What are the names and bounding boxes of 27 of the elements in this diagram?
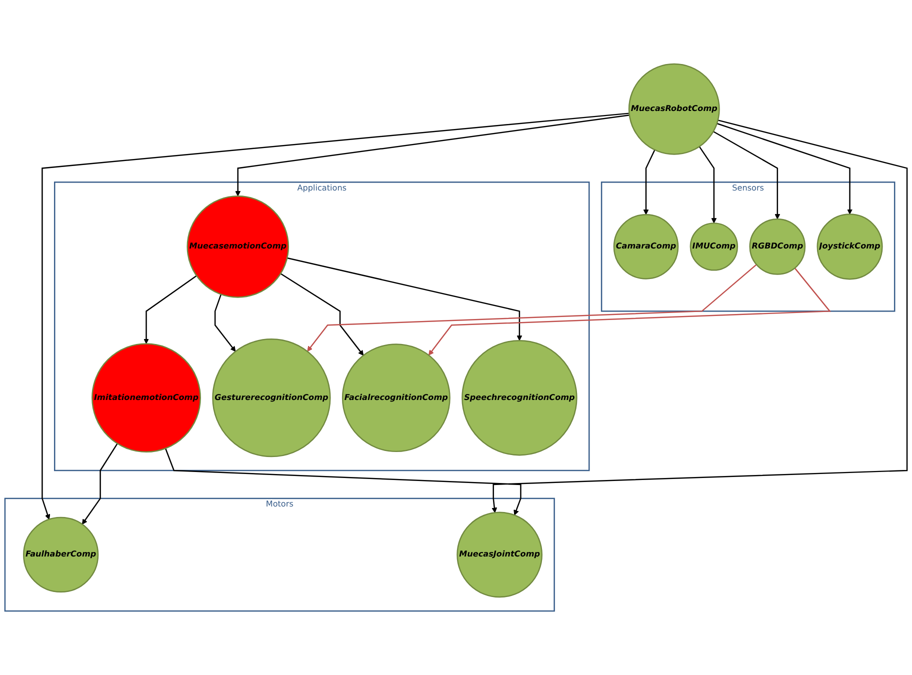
arrow	[698, 146, 717, 224]
node-circle: RGBDComp	[749, 218, 806, 275]
arrow	[42, 112, 630, 520]
arrow	[713, 130, 780, 220]
arrow	[82, 443, 118, 525]
arrow	[144, 275, 197, 344]
arrow	[643, 150, 656, 215]
node-circle: MuecasRobotComp	[628, 63, 720, 155]
node-circle: JoystickComp	[816, 214, 883, 280]
arrow	[164, 448, 522, 516]
arrow	[287, 257, 522, 341]
arrow	[716, 122, 853, 215]
arrow	[307, 264, 757, 352]
arrow	[428, 268, 832, 356]
node-circle: GesturerecognitionComp	[212, 338, 331, 458]
arrow	[214, 294, 236, 352]
arrow	[280, 273, 364, 356]
node-circle: IMUComp	[690, 222, 738, 271]
node-circle: MuecasemotionComp	[186, 196, 290, 298]
node-circle: MuecasJointComp	[456, 512, 542, 598]
arrow	[492, 120, 908, 513]
node-circle: SpeechrecognitionComp	[462, 340, 578, 456]
node-circle: FaulhaberComp	[23, 516, 99, 593]
node-circle: FacialrecognitionComp	[342, 344, 450, 452]
node-circle: ImitationemotionComp	[92, 343, 201, 453]
node-circle: CamaraComp	[613, 214, 679, 280]
arrow	[235, 114, 630, 196]
